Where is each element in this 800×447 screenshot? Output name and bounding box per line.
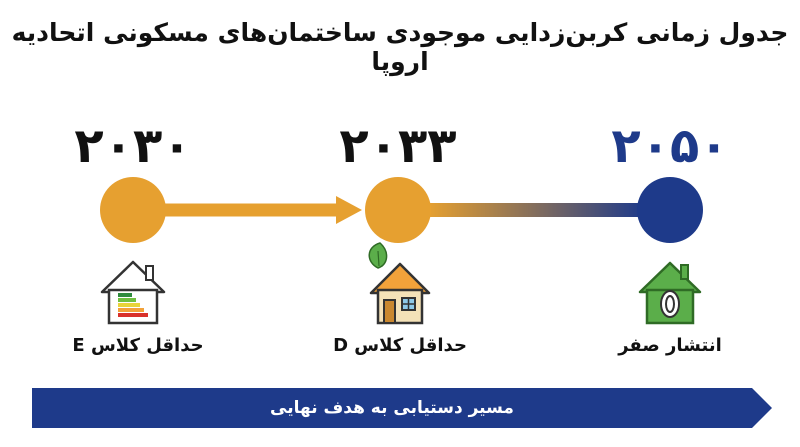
banner-text: مسیر دستیابی به هدف نهایی: [270, 398, 514, 418]
arrow-head: [336, 196, 362, 224]
milestone-circle-2033: [365, 177, 431, 243]
milestone-year-2050: ۲۰۵۰: [611, 118, 729, 174]
milestone-circle-2050: [637, 177, 703, 243]
gradient-connector: [428, 203, 643, 217]
banner-arrow: [32, 388, 772, 428]
milestone-year-2033: ۲۰۳۳: [339, 118, 457, 174]
milestone-circle-2030: [100, 177, 166, 243]
milestone-label-2033: حداقل کلاس D: [333, 335, 467, 356]
page-title: جدول زمانی کربن‌زدایی موجودی ساختمان‌های…: [11, 18, 789, 76]
milestone-label-2030: حداقل کلاس E: [72, 335, 204, 356]
milestone-label-2050: انتشار صفر: [618, 335, 722, 356]
energy-label-house-icon: [100, 260, 166, 325]
zero-emission-house-icon: [638, 261, 702, 325]
milestone-year-2030: ۲۰۳۰: [74, 118, 192, 174]
leaf-house-icon: [368, 242, 431, 325]
